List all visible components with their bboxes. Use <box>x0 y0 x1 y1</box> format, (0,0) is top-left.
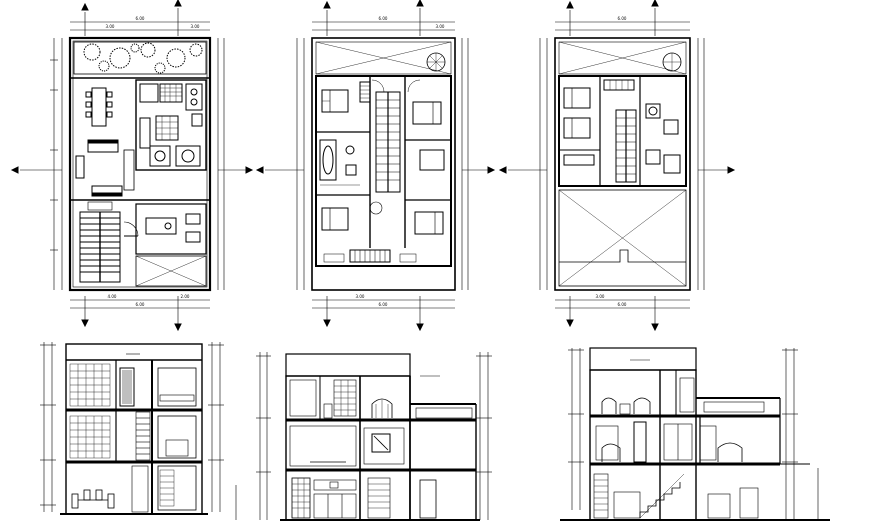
garage-area <box>135 255 207 287</box>
bathroom-fixtures <box>319 139 360 186</box>
bed-icon-roof <box>563 87 595 166</box>
living-sofa-icon <box>75 139 135 197</box>
staircase-roof <box>603 79 637 183</box>
plan-roof-dim-bottom-total: 6.00 <box>618 302 627 307</box>
plan-roof-outer-wall <box>554 37 691 291</box>
bed-icon <box>321 89 445 235</box>
floor-plan-ground: 6.00 3.00 3.00 4.00 2.00 6.00 <box>10 0 254 332</box>
section-marker-c <box>498 0 736 332</box>
bed-elevation-icon <box>601 397 651 415</box>
chair-elevation-icon <box>371 398 393 418</box>
roof-terrace-void <box>558 189 687 287</box>
plan-first-dim-top-total: 6.00 <box>379 16 388 21</box>
floor-plan-first: 6.00 3.00 3.00 6.00 <box>255 0 496 332</box>
plan-first-dim-bottom-total: 6.00 <box>379 302 388 307</box>
section-stair-1 <box>135 411 151 461</box>
plan-ground-dimensions <box>20 8 248 328</box>
plan-roof-dim-top-total: 6.00 <box>618 16 627 21</box>
garden-planting <box>73 41 207 75</box>
dining-table-icon <box>85 87 113 127</box>
section-elevation-3 <box>560 347 830 521</box>
section-marker-b <box>255 0 496 332</box>
plan-first-dim-top-a: 3.00 <box>436 24 445 29</box>
plan-first-dim-bottom-a: 3.00 <box>356 294 365 299</box>
staircase-first <box>359 81 401 193</box>
void-top-roof <box>558 41 687 75</box>
plan-roof-dimensions <box>508 8 730 328</box>
section-marker-a <box>10 0 254 332</box>
staircase-ground <box>79 201 121 283</box>
dining-set-elevation <box>71 489 115 509</box>
plan-first-dimensions <box>265 8 490 328</box>
sofa-elevation-icon <box>601 425 743 462</box>
floor-plan-roof: 6.00 3.00 6.00 <box>498 0 736 332</box>
kitchen-area <box>135 79 207 171</box>
tile-wall-pattern <box>69 363 111 459</box>
section-elevation-2 <box>235 352 492 521</box>
plan-ground-outer-wall <box>68 36 212 292</box>
laundry-fixtures <box>645 103 681 174</box>
plan-ground-dim-bottom-total: 6.00 <box>136 302 145 307</box>
plan-first-outer-wall <box>311 37 456 291</box>
plan-ground-dim-bottom-b: 2.00 <box>181 294 190 299</box>
section-stair-3 <box>639 473 685 519</box>
study-room <box>123 203 207 255</box>
plan-ground-dim-bottom-a: 4.00 <box>108 294 117 299</box>
void-top <box>315 41 452 75</box>
plan-ground-dim-top-b: 3.00 <box>191 24 200 29</box>
section-elevation-1 <box>40 342 224 515</box>
plan-ground-dim-top-total: 6.00 <box>136 16 145 21</box>
balcony-railing <box>323 249 417 263</box>
kitchen-cabinets-elevation <box>313 479 357 519</box>
plan-ground-dim-top-a: 3.00 <box>106 24 115 29</box>
plan-roof-dim-bottom-a: 3.00 <box>596 294 605 299</box>
